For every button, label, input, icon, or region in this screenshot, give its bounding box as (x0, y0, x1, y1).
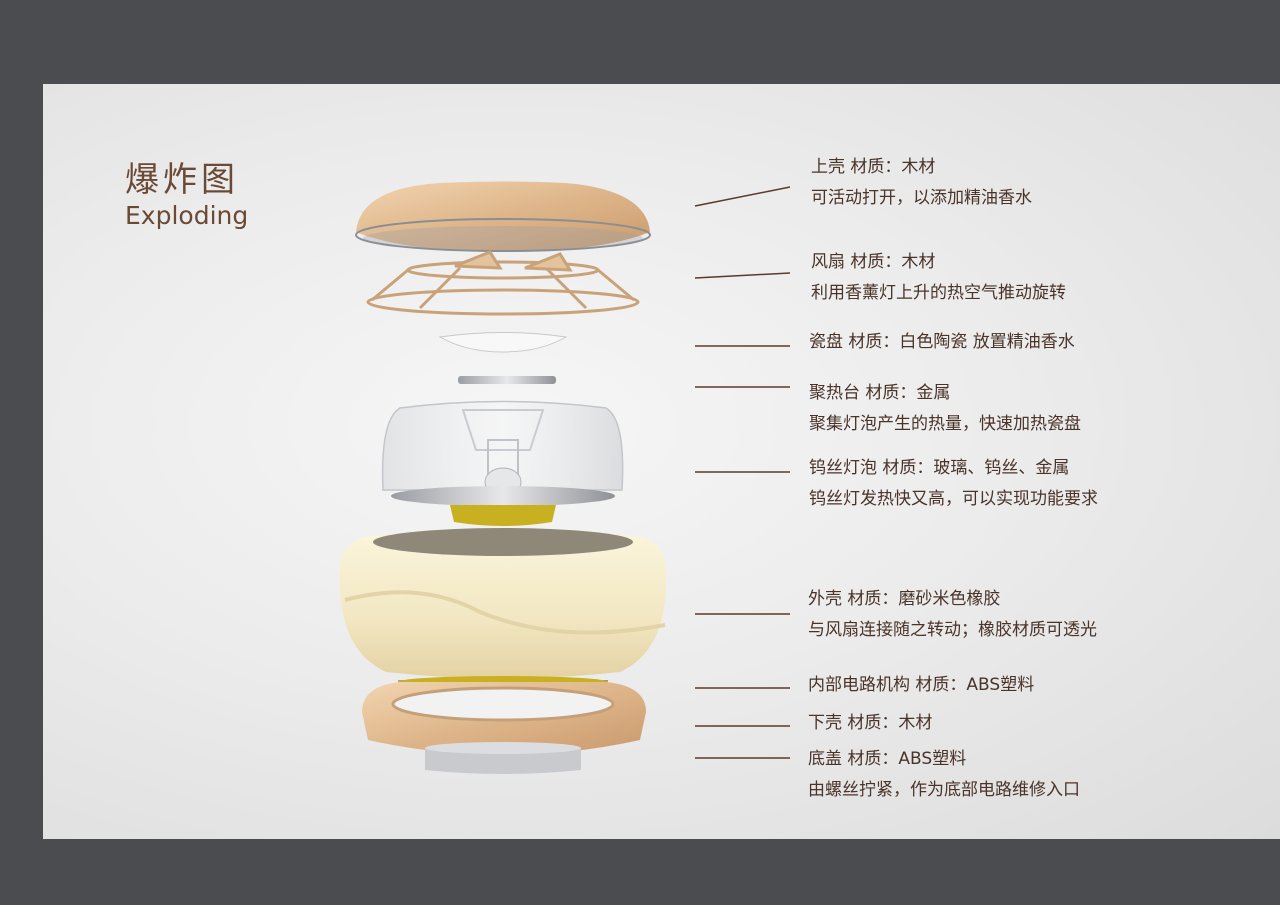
leader-lines (694, 186, 791, 759)
label-outer-shell-name: 外壳 材质：磨砂米色橡胶 (808, 589, 1001, 609)
ceramic-dish-part (438, 332, 568, 353)
label-bottom-cover-name: 底盖 材质：ABS塑料 (808, 749, 967, 769)
label-fan: 风扇 材质：木材 利用香薰灯上升的热空气推动旋转 (811, 247, 1066, 309)
label-fan-desc: 利用香薰灯上升的热空气推动旋转 (811, 283, 1066, 303)
label-lower-shell-name: 下壳 材质：木材 (808, 713, 933, 733)
label-lower-shell: 下壳 材质：木材 (808, 708, 932, 739)
label-top-shell-desc: 可活动打开，以添加精油香水 (811, 188, 1032, 208)
label-bulb-name: 钨丝灯泡 材质：玻璃、钨丝、金属 (809, 458, 1070, 478)
label-heat-stage-name: 聚热台 材质：金属 (809, 383, 951, 403)
leader-line-fan (694, 272, 791, 279)
label-heat-stage: 聚热台 材质：金属 聚集灯泡产生的热量，快速加热瓷盘 (809, 378, 1081, 440)
label-heat-stage-desc: 聚集灯泡产生的热量，快速加热瓷盘 (809, 414, 1081, 434)
label-dish: 瓷盘 材质：白色陶瓷 放置精油香水 (809, 327, 1075, 358)
top-shell-part (355, 181, 651, 252)
label-outer-shell-desc: 与风扇连接随之转动；橡胶材质可透光 (808, 620, 1097, 640)
label-bulb-desc: 钨丝灯发热快又高，可以实现功能要求 (809, 489, 1098, 509)
title-english: Exploding (125, 201, 249, 230)
label-inner-circuit-name: 内部电路机构 材质：ABS塑料 (808, 675, 1035, 695)
title-chinese: 爆炸图 (125, 160, 239, 200)
label-outer-shell: 外壳 材质：磨砂米色橡胶 与风扇连接随之转动；橡胶材质可透光 (808, 584, 1097, 646)
label-bottom-cover-desc: 由螺丝拧紧，作为底部电路维修入口 (808, 780, 1080, 800)
fan-part (366, 250, 640, 316)
leader-line-top-shell (694, 186, 791, 207)
lower-shell-part (362, 682, 646, 755)
bottom-cover-part (425, 742, 581, 774)
label-top-shell: 上壳 材质：木材 可活动打开，以添加精油香水 (811, 152, 1032, 214)
heat-stage-part (458, 376, 556, 384)
label-bottom-cover: 底盖 材质：ABS塑料 由螺丝拧紧，作为底部电路维修入口 (808, 744, 1080, 806)
label-inner-circuit: 内部电路机构 材质：ABS塑料 (808, 670, 1034, 701)
label-top-shell-name: 上壳 材质：木材 (811, 157, 936, 177)
label-fan-name: 风扇 材质：木材 (811, 252, 936, 272)
tungsten-bulb-part (381, 400, 624, 526)
outer-shell-part (339, 528, 667, 679)
label-dish-name: 瓷盘 材质：白色陶瓷 放置精油香水 (809, 332, 1075, 352)
background-panel (43, 84, 1280, 839)
label-bulb: 钨丝灯泡 材质：玻璃、钨丝、金属 钨丝灯发热快又高，可以实现功能要求 (809, 453, 1098, 515)
